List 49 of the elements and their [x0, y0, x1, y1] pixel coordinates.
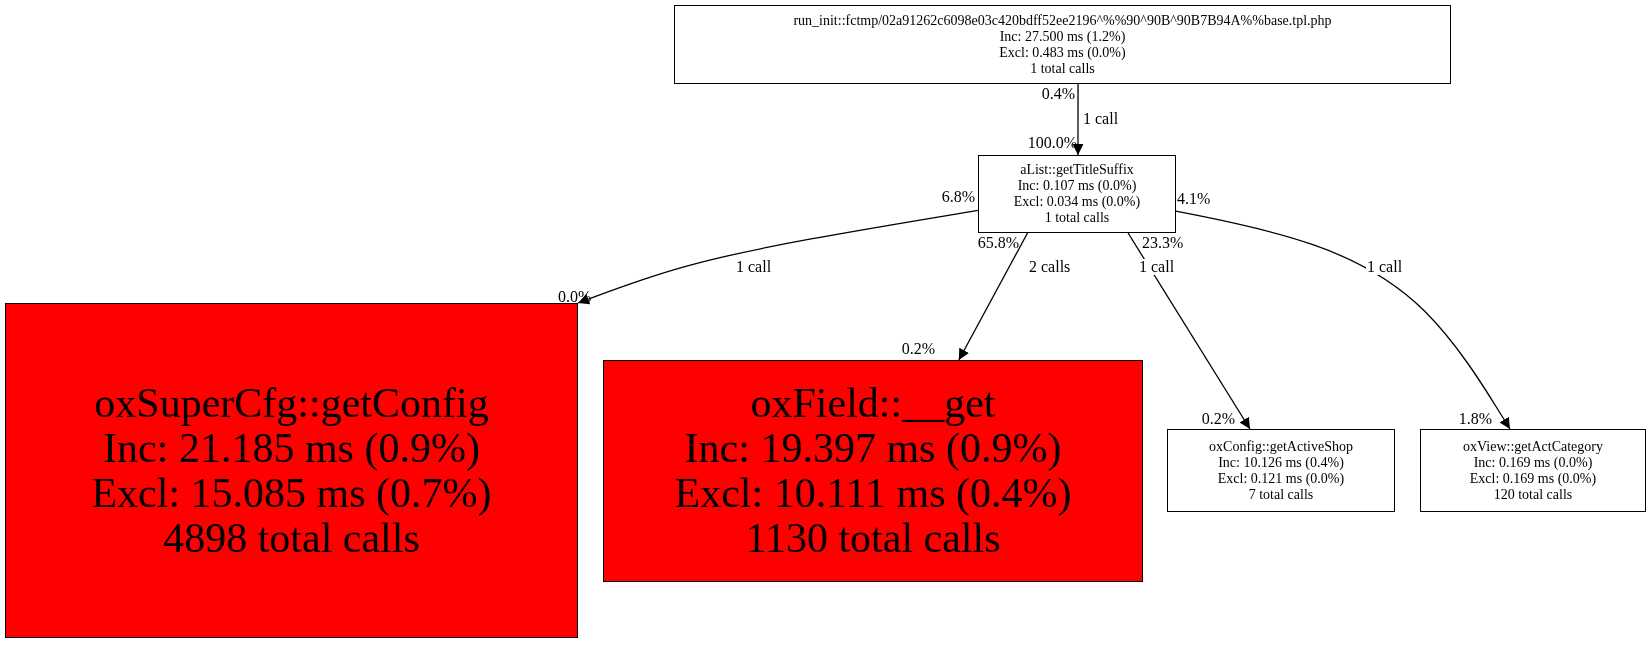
- percentage-label: 0.2%: [1201, 411, 1235, 427]
- metric-text: Excl: 10.111 ms (0.4%): [674, 471, 1072, 516]
- metric-text: Inc: 0.169 ms (0.0%): [1473, 454, 1593, 471]
- metric-text: 4898 total calls: [163, 515, 420, 561]
- metric-text: 1 total calls: [1044, 210, 1110, 226]
- metric-text: Excl: 0.034 ms (0.0%): [1013, 194, 1141, 210]
- metric-text: Inc: 27.500 ms (1.2%): [999, 28, 1126, 45]
- percentage-label: 1.8%: [1458, 411, 1492, 427]
- call-arrow: [577, 209, 979, 305]
- function-box: [978, 155, 1176, 233]
- call-arrow: [1127, 232, 1251, 430]
- percentage-label: 4.1%: [1177, 191, 1211, 207]
- metric-text: Inc: 21.185 ms (0.9%): [103, 425, 480, 471]
- metric-text: Inc: 19.397 ms (0.9%): [684, 426, 1062, 471]
- metric-text: Excl: 0.483 ms (0.0%): [999, 44, 1126, 61]
- metric-text: Excl: 0.121 ms (0.0%): [1217, 470, 1345, 487]
- edge-label: 1 call: [735, 259, 773, 275]
- percentage-label: 6.8%: [941, 189, 975, 205]
- metric-text: Excl: 0.169 ms (0.0%): [1469, 470, 1597, 487]
- function-box: [674, 5, 1451, 84]
- function-name: run_init::fctmp/02a91262c6098e03c420bdff52ee2196^%%90^90B^90B7B94A%%base.tpl.php: [793, 12, 1332, 29]
- percentage-label: 0.2%: [901, 341, 935, 357]
- metric-text: Inc: 0.107 ms (0.0%): [1017, 178, 1137, 194]
- function-name: aList::getTitleSuffix: [1020, 162, 1134, 178]
- edge-label: 2 calls: [1028, 259, 1072, 275]
- function-box: [1420, 429, 1646, 512]
- percentage-label: 65.8%: [977, 235, 1019, 251]
- function-box: [5, 303, 578, 638]
- call-arrow: [1072, 83, 1084, 156]
- metric-text: Excl: 15.085 ms (0.7%): [91, 470, 492, 516]
- metric-text: 120 total calls: [1493, 486, 1573, 503]
- function-name: oxField::__get: [750, 381, 996, 426]
- function-box: [1167, 429, 1395, 512]
- metric-text: 7 total calls: [1248, 486, 1314, 503]
- function-name: oxSuperCfg::getConfig: [94, 380, 489, 426]
- function-box: [603, 360, 1143, 582]
- call-arrow: [958, 232, 1029, 361]
- metric-text: 1130 total calls: [745, 516, 1001, 561]
- function-name: oxConfig::getActiveShop: [1209, 438, 1353, 455]
- percentage-label: 23.3%: [1142, 235, 1184, 251]
- edge-label: 1 call: [1138, 259, 1176, 275]
- percentage-label: 0.4%: [1041, 86, 1075, 102]
- metric-text: Inc: 10.126 ms (0.4%): [1218, 454, 1344, 471]
- function-name: oxView::getActCategory: [1463, 438, 1603, 455]
- edge-label: 1 call: [1082, 111, 1120, 127]
- metric-text: 1 total calls: [1030, 60, 1095, 77]
- edge-label: 1 call: [1366, 259, 1404, 275]
- call-arrow: [1175, 210, 1511, 430]
- percentage-label: 100.0%: [1027, 135, 1077, 151]
